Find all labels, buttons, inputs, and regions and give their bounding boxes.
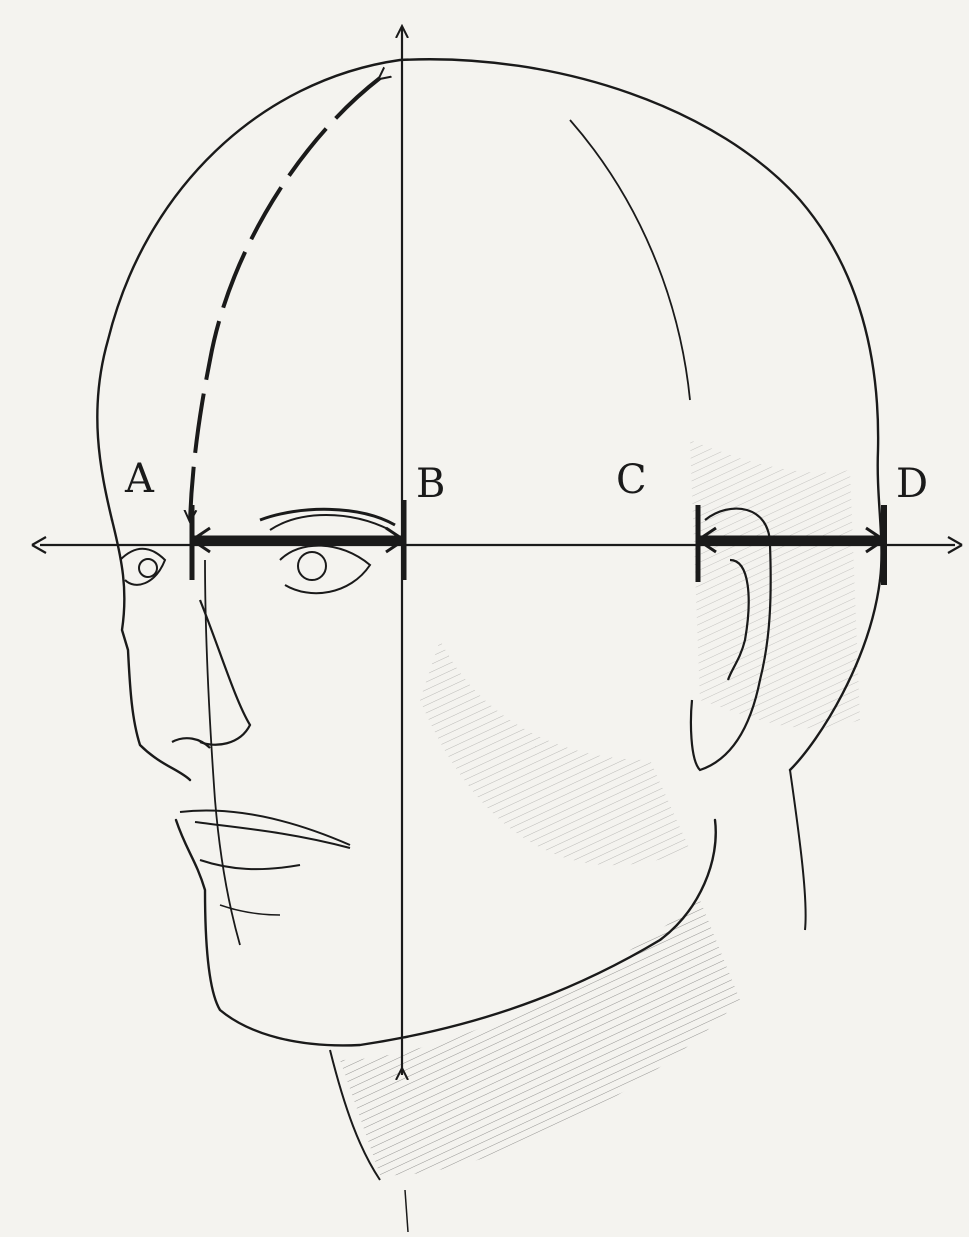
skull-curve-arrow xyxy=(190,78,380,520)
label-b: B xyxy=(416,461,445,507)
eyes xyxy=(120,509,395,593)
label-c: C xyxy=(616,457,647,503)
neck-shading xyxy=(340,440,860,1175)
label-a: A xyxy=(124,456,155,502)
facial-midline xyxy=(205,560,240,945)
label-d: D xyxy=(896,461,928,507)
cheek-contour xyxy=(570,120,690,400)
